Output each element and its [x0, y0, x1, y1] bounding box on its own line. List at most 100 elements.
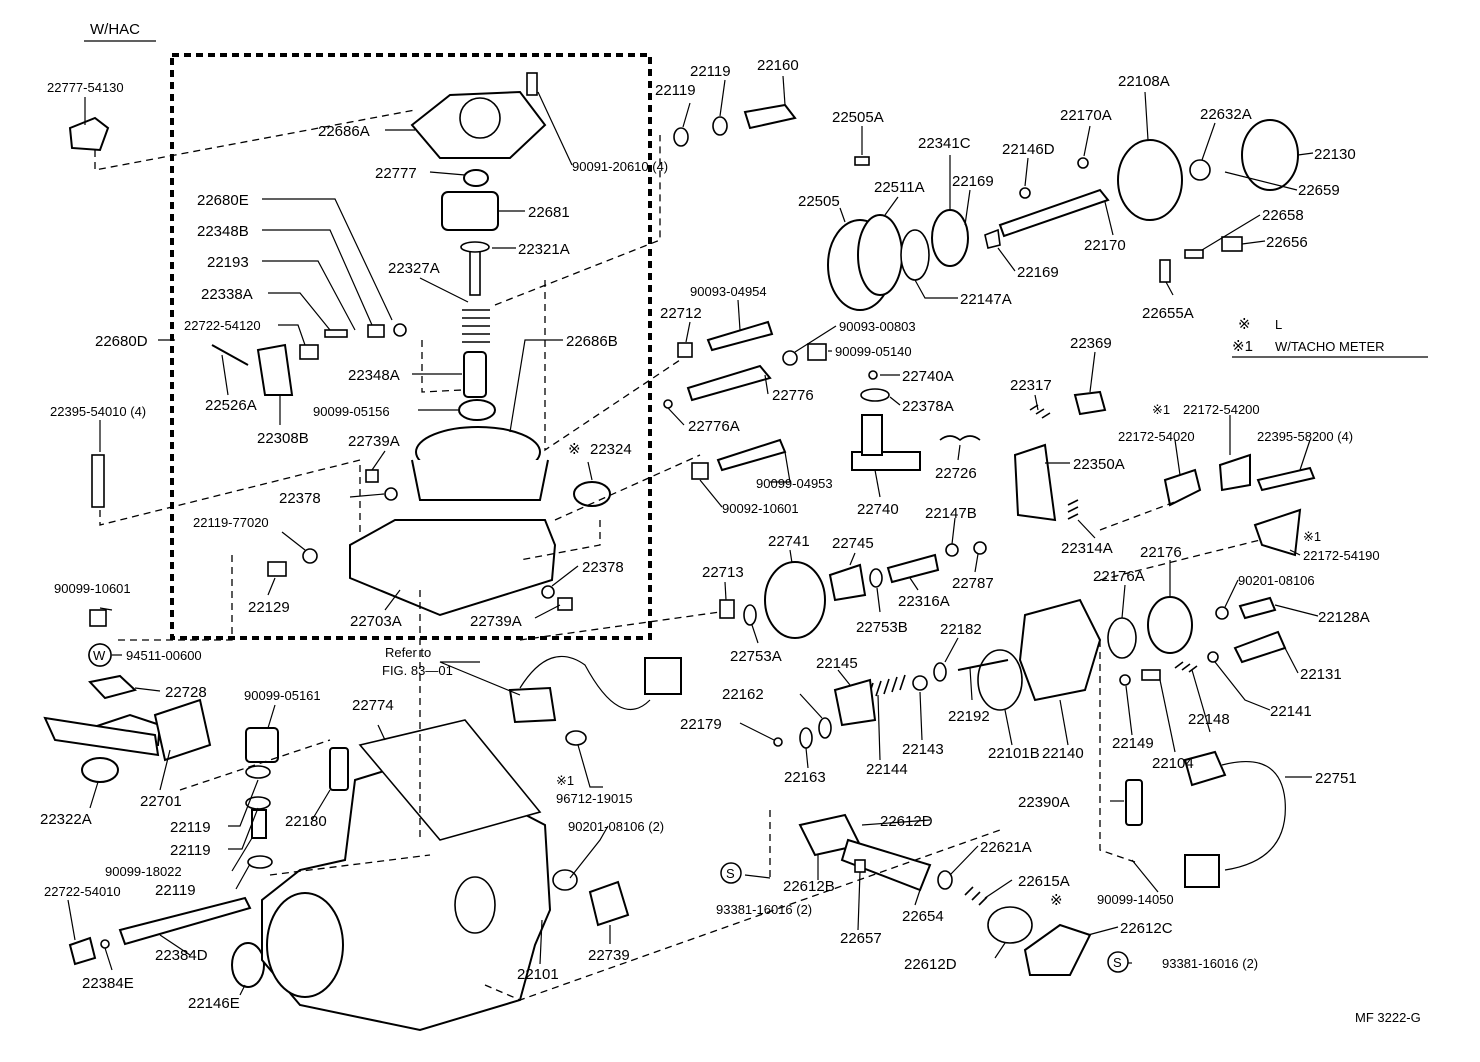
cover-22145-shape — [833, 678, 877, 727]
part-label: 22160 — [757, 57, 799, 74]
part-label: 22314A — [1061, 540, 1113, 557]
key-22170A-shape — [1077, 157, 1089, 169]
spring-22327A-shape — [462, 309, 490, 343]
part-label: 22728 — [165, 684, 207, 701]
part-label: 22192 — [948, 708, 990, 725]
part-label: 22777 — [375, 165, 417, 182]
part-label: 22713 — [702, 564, 744, 581]
plug-90099-05161-shape — [245, 727, 279, 763]
part-label: 22101B — [988, 745, 1040, 762]
part-label: 22753A — [730, 648, 782, 665]
part-label: 22511A — [874, 179, 925, 196]
clip-22740A-shape — [868, 370, 878, 380]
part-label: 22680D — [95, 333, 148, 350]
sensor-96712-shape — [508, 686, 557, 724]
base-22703A-shape — [349, 519, 557, 617]
washer-22384E-shape — [100, 939, 110, 949]
plug-22739-shape — [588, 880, 630, 927]
cap-22130-shape — [1241, 119, 1299, 191]
part-label: 22680E — [197, 192, 249, 209]
roller-22745-shape — [828, 563, 867, 602]
markers: ※ ※1 ※1 ※1 ※ S S W — [88, 402, 1321, 973]
bracket-plate-shape — [43, 716, 160, 757]
washer-22378-shape — [384, 487, 398, 501]
note1-marker: ※1 — [1152, 402, 1170, 417]
part-label: 22655A — [1142, 305, 1194, 322]
part-label: 22322A — [40, 811, 92, 828]
part-label: 22143 — [902, 741, 944, 758]
part-label: 22776 — [772, 387, 814, 404]
part-label: 22615A — [1018, 873, 1070, 890]
part-label: 22182 — [940, 621, 982, 638]
part-label: 22654 — [902, 908, 944, 925]
part-label: 22777-54130 — [47, 80, 124, 95]
part-label: 22147A — [960, 291, 1012, 308]
part-label: 22774 — [352, 697, 394, 714]
part-label: 22324 — [590, 441, 632, 458]
spring-22726-shape — [939, 435, 981, 442]
washer-90093-00803-shape — [782, 350, 798, 366]
shaft-22384D-shape — [118, 896, 252, 946]
part-label: 22740 — [857, 501, 899, 518]
part-label: 90093-00803 — [839, 319, 916, 334]
ring-22776A-shape — [663, 399, 673, 409]
valve-22369-shape — [1073, 390, 1107, 416]
housing-22140-shape — [1018, 598, 1102, 702]
part-label: 22712 — [660, 305, 702, 322]
part-label: 22119-77020 — [193, 515, 269, 530]
gasket-22612D-b-shape — [987, 906, 1033, 944]
screw-90093-04954-shape — [706, 320, 774, 352]
coupling-22341C-shape — [931, 209, 969, 267]
part-label: 22658 — [1262, 207, 1304, 224]
washer-22119-b-shape — [712, 116, 728, 136]
part-label: 22751 — [1315, 770, 1357, 787]
valve-22180-shape — [329, 747, 349, 791]
dash-inner-2 — [544, 280, 681, 452]
part-label: 22193 — [207, 254, 249, 271]
washer-22378-b-shape — [541, 585, 555, 599]
key-22169-shape — [984, 228, 1001, 249]
alignment-lines — [94, 109, 1261, 1001]
spring-22615A-shape — [964, 886, 988, 906]
part-label: 22119 — [170, 819, 211, 836]
part-label: 22148 — [1188, 711, 1230, 728]
legend-note1-text: W/TACHO METER — [1275, 339, 1385, 354]
part-label: 22395-54010 (4) — [50, 404, 146, 419]
part-label: 22656 — [1266, 234, 1308, 251]
part-label: 22146E — [188, 995, 240, 1012]
part-label: 22308B — [257, 430, 309, 447]
part-label: 22149 — [1112, 735, 1154, 752]
ring-22147B-shape — [945, 543, 959, 557]
spring-22317-shape — [1029, 404, 1051, 419]
part-label: 22378 — [582, 559, 624, 576]
part-shapes — [43, 72, 1316, 1032]
dash-bolt-base — [99, 459, 361, 532]
part-label: 22169 — [952, 173, 994, 190]
s-circle-icon — [1107, 951, 1129, 973]
washer-22378A-shape — [860, 388, 890, 402]
part-label: 90201-08106 — [1238, 573, 1315, 588]
part-label: 22621A — [980, 839, 1032, 856]
pin-22658-shape — [1184, 249, 1204, 259]
s-marker: S — [726, 866, 735, 881]
part-label: 22776A — [688, 418, 740, 435]
bolt-22128A-shape — [1238, 596, 1277, 620]
part-label: 22787 — [952, 575, 994, 592]
note1-marker: ※1 — [556, 773, 574, 788]
part-label: 22146D — [1002, 141, 1055, 158]
variant-label: W/HAC — [90, 21, 140, 38]
sensor-96712-wire — [519, 655, 651, 710]
housing-body-shape — [411, 459, 549, 501]
spring-22148-shape — [1174, 661, 1198, 673]
pump-body-port — [454, 876, 496, 934]
part-label: 22172-54020 — [1118, 429, 1195, 444]
washer-90201-08106-shape — [1215, 606, 1229, 620]
part-label: 22108A — [1118, 73, 1170, 90]
screw-90099-04953-shape — [716, 438, 787, 472]
ring-22741-shape — [764, 561, 826, 639]
plug-22324-shape — [573, 481, 611, 507]
washer-22119-e-shape — [247, 855, 273, 869]
part-label: 22179 — [680, 716, 722, 733]
part-label: 22703A — [350, 613, 402, 630]
spacer-22348B-shape — [367, 324, 385, 338]
